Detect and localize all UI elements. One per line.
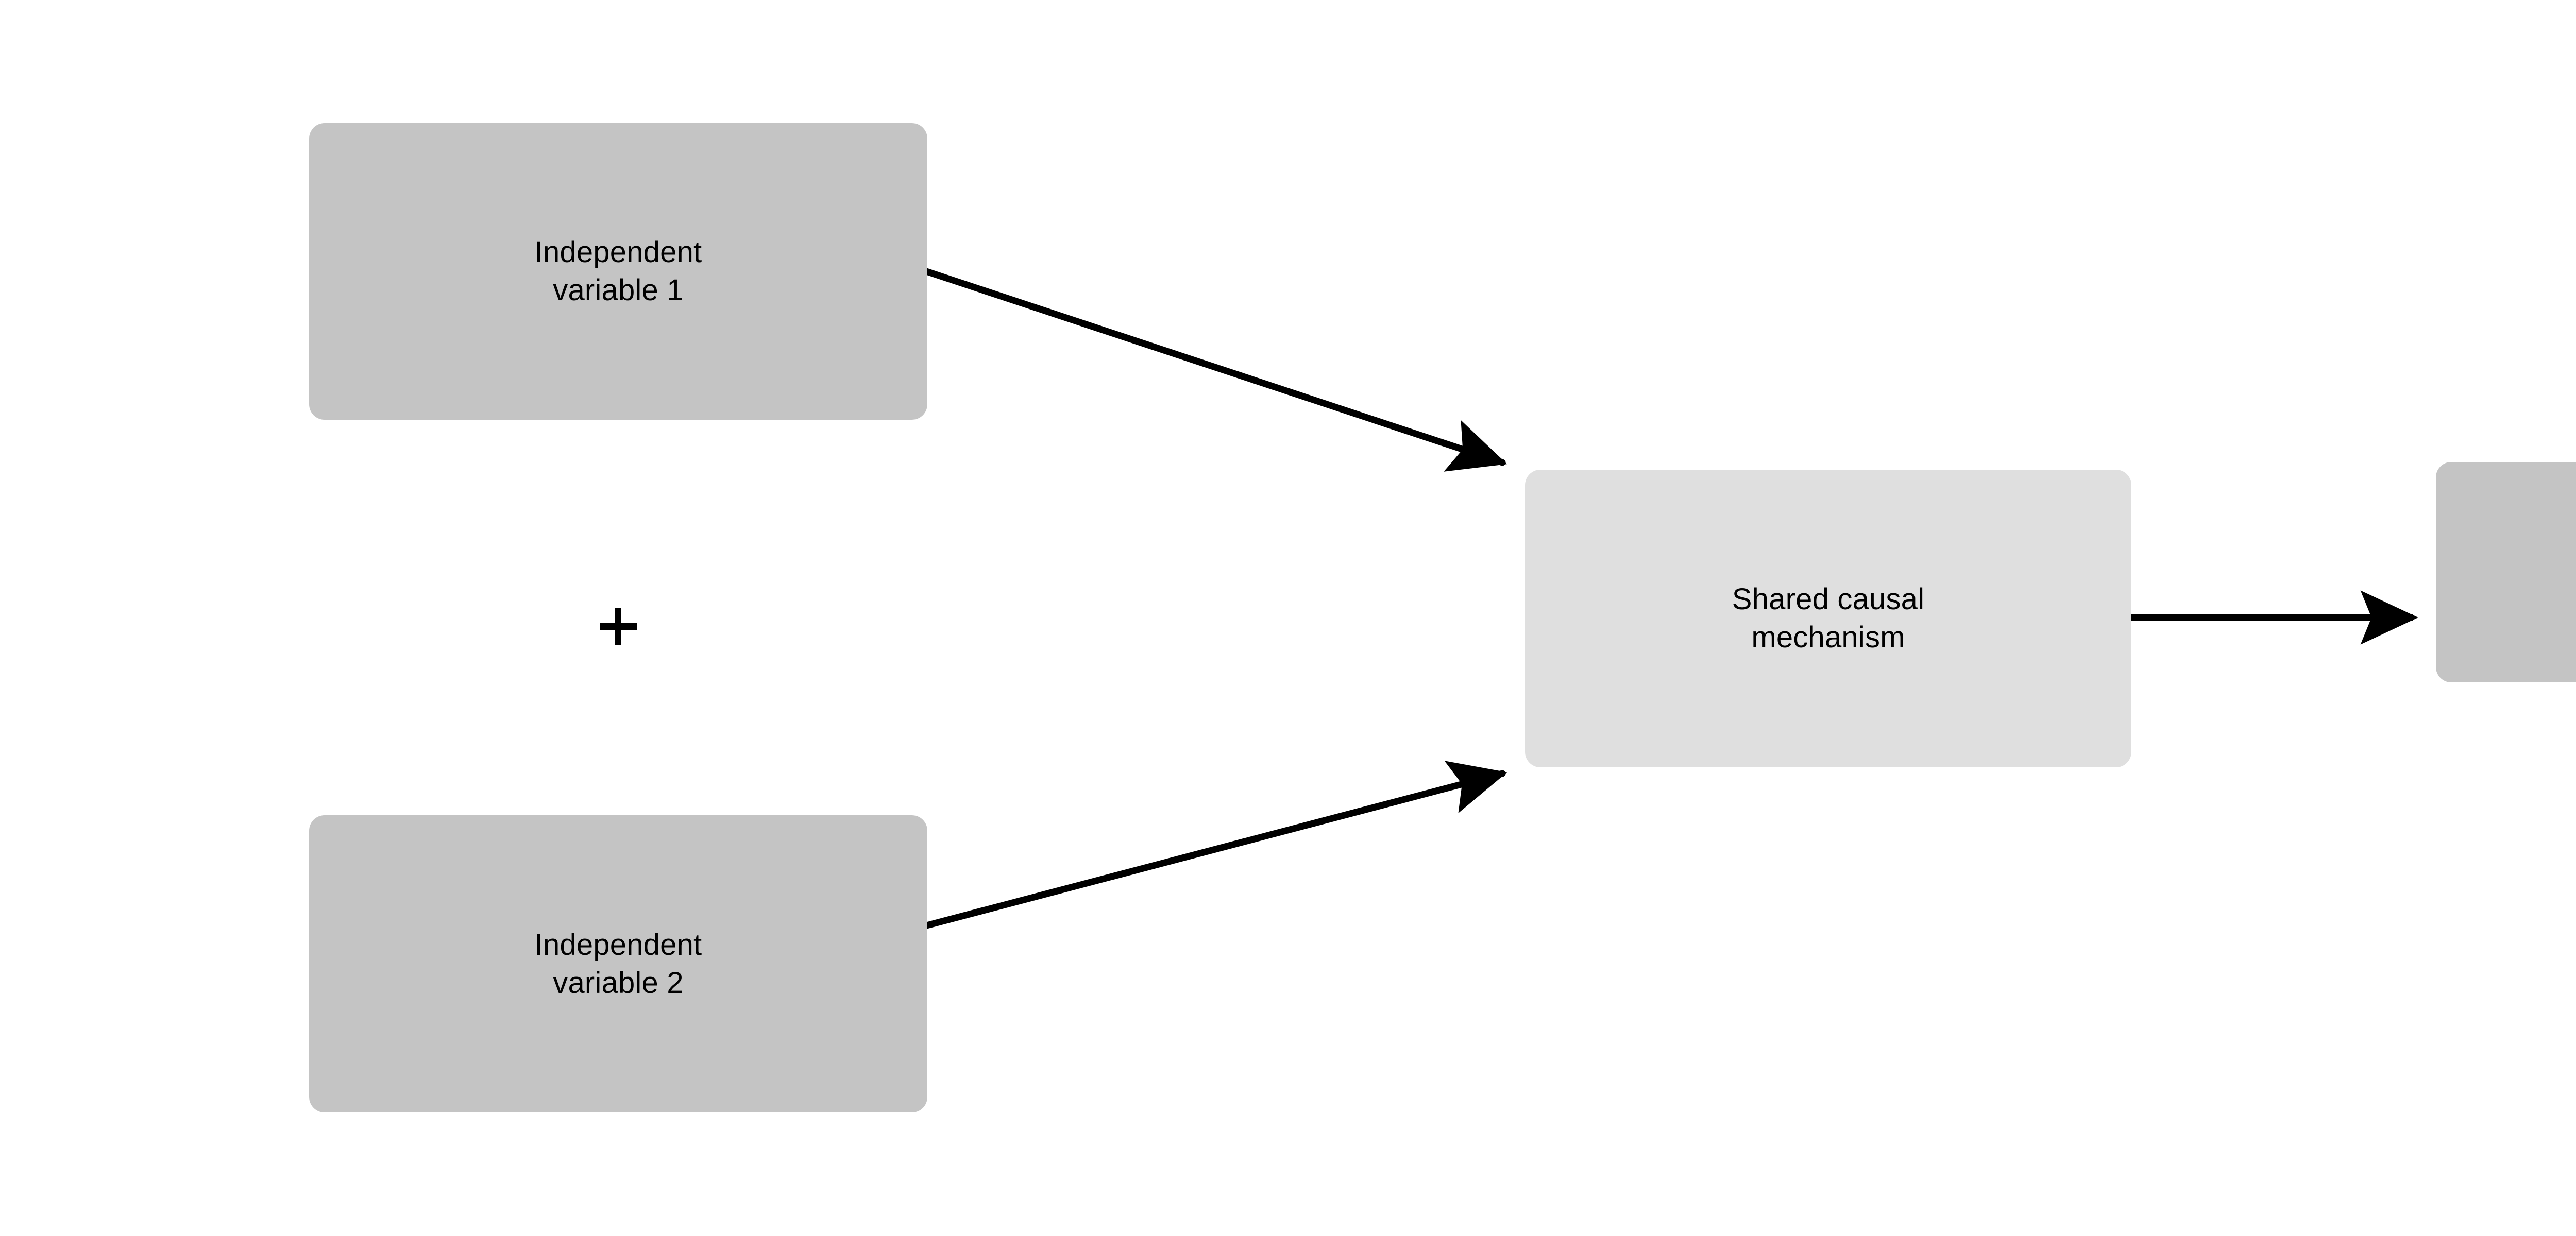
- node-independent-variable-2-label: Independent variable 2: [534, 928, 702, 1000]
- edge-iv2-to-mechanism: [892, 761, 1507, 937]
- node-dependent-variable[interactable]: Dependent variable: [2436, 462, 2576, 682]
- plus-vertical-bar: [615, 608, 621, 645]
- node-shared-causal-mechanism-label: Shared causal mechanism: [1732, 582, 1925, 654]
- edge-iv1-to-mechanism: [907, 263, 1507, 472]
- node-independent-variable-1[interactable]: Independent variable 1: [309, 123, 927, 420]
- node-shared-causal-mechanism[interactable]: Shared causal mechanism: [1525, 470, 2131, 767]
- node-independent-variable-1-label: Independent variable 1: [534, 235, 702, 307]
- plus-operator-icon: [595, 603, 641, 649]
- node-independent-variable-2[interactable]: Independent variable 2: [309, 815, 927, 1112]
